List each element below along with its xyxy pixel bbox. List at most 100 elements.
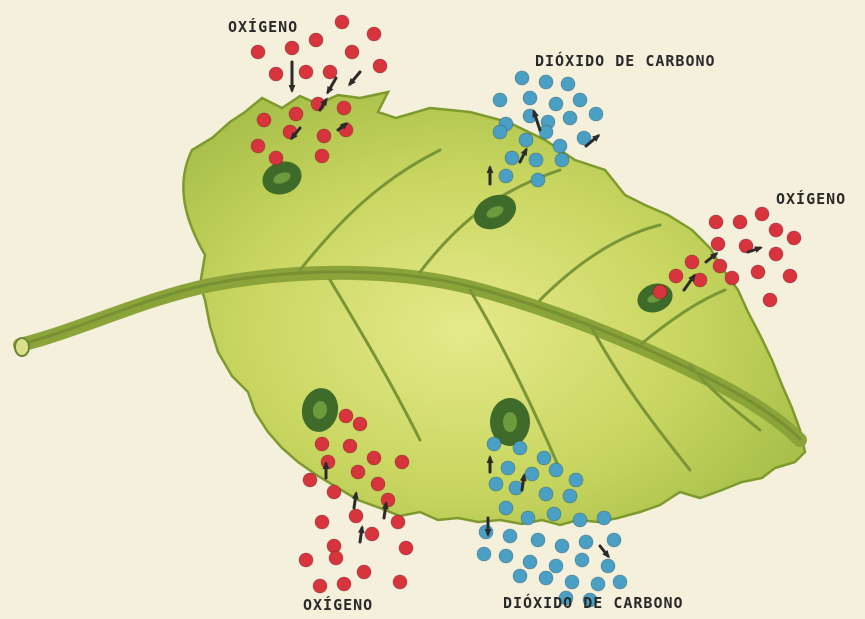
oxygen-molecule — [269, 151, 283, 165]
oxygen-molecule — [399, 541, 413, 555]
oxygen-molecule — [367, 27, 381, 41]
oxygen-molecule — [315, 515, 329, 529]
oxygen-molecule — [653, 285, 667, 299]
co2-molecule — [513, 441, 527, 455]
co2-molecule — [555, 539, 569, 553]
co2-molecule — [493, 125, 507, 139]
label-co2-bottom: DIÓXIDO DE CARBONO — [503, 593, 684, 612]
oxygen-molecule — [357, 565, 371, 579]
co2-molecule — [539, 487, 553, 501]
oxygen-molecule — [685, 255, 699, 269]
oxygen-molecule — [345, 45, 359, 59]
co2-molecule — [569, 473, 583, 487]
oxygen-molecule — [335, 15, 349, 29]
co2-molecule — [539, 125, 553, 139]
oxygen-molecule — [327, 485, 341, 499]
oxygen-molecule — [733, 215, 747, 229]
co2-molecule — [515, 71, 529, 85]
oxygen-molecule — [337, 101, 351, 115]
co2-molecule — [555, 153, 569, 167]
oxygen-molecule — [329, 551, 343, 565]
flow-arrow — [600, 546, 610, 558]
co2-molecule — [561, 77, 575, 91]
oxygen-molecule — [343, 439, 357, 453]
flow-arrow — [289, 62, 296, 93]
co2-molecule — [549, 463, 563, 477]
co2-molecule — [477, 547, 491, 561]
oxygen-molecule — [315, 437, 329, 451]
co2-molecule — [553, 139, 567, 153]
co2-molecule — [549, 97, 563, 111]
oxygen-molecule — [289, 107, 303, 121]
oxygen-molecule — [755, 207, 769, 221]
oxygen-molecule — [251, 139, 265, 153]
co2-molecule — [573, 513, 587, 527]
oxygen-molecule — [353, 417, 367, 431]
oxygen-molecule — [313, 579, 327, 593]
flow-arrow — [327, 78, 336, 95]
co2-molecule — [523, 555, 537, 569]
oxygen-molecule — [367, 451, 381, 465]
oxygen-molecule — [709, 215, 723, 229]
oxygen-molecule — [299, 65, 313, 79]
co2-molecule — [519, 133, 533, 147]
oxygen-molecule — [339, 409, 353, 423]
co2-molecule — [523, 91, 537, 105]
oxygen-molecule — [373, 59, 387, 73]
co2-molecule — [513, 569, 527, 583]
co2-molecule — [501, 461, 515, 475]
oxygen-molecule — [393, 575, 407, 589]
co2-molecule — [539, 75, 553, 89]
oxygen-molecule — [769, 247, 783, 261]
co2-molecule — [531, 533, 545, 547]
stem-cut-end — [15, 338, 29, 356]
co2-molecule — [499, 501, 513, 515]
oxygen-molecule — [711, 237, 725, 251]
label-oxygen-top-left: OXÍGENO — [228, 17, 298, 36]
co2-molecule — [613, 575, 627, 589]
co2-molecule — [601, 559, 615, 573]
co2-molecule — [499, 169, 513, 183]
co2-molecule — [597, 511, 611, 525]
oxygen-molecule — [371, 477, 385, 491]
oxygen-molecule — [317, 129, 331, 143]
oxygen-molecule — [725, 271, 739, 285]
co2-molecule — [503, 529, 517, 543]
co2-molecule — [489, 477, 503, 491]
co2-molecule — [505, 151, 519, 165]
co2-molecule — [521, 511, 535, 525]
oxygen-molecule — [391, 515, 405, 529]
oxygen-molecule — [713, 259, 727, 273]
co2-molecule — [529, 153, 543, 167]
oxygen-molecule — [323, 65, 337, 79]
oxygen-molecule — [763, 293, 777, 307]
co2-molecule — [565, 575, 579, 589]
oxygen-molecule — [669, 269, 683, 283]
oxygen-molecule — [783, 269, 797, 283]
oxygen-molecule — [269, 67, 283, 81]
oxygen-molecule — [349, 509, 363, 523]
co2-molecule — [493, 93, 507, 107]
co2-molecule — [547, 507, 561, 521]
oxygen-molecule — [303, 473, 317, 487]
co2-molecule — [537, 451, 551, 465]
oxygen-molecule — [251, 45, 265, 59]
oxygen-molecule — [787, 231, 801, 245]
flow-arrow — [348, 72, 360, 86]
oxygen-molecule — [395, 455, 409, 469]
oxygen-molecule — [337, 577, 351, 591]
oxygen-molecule — [285, 41, 299, 55]
oxygen-molecule — [769, 223, 783, 237]
flow-arrow — [358, 525, 365, 542]
label-oxygen-bottom-left: OXÍGENO — [303, 595, 373, 614]
oxygen-molecule — [381, 493, 395, 507]
co2-molecule — [579, 535, 593, 549]
label-co2-top: DIÓXIDO DE CARBONO — [535, 51, 716, 70]
oxygen-molecule — [257, 113, 271, 127]
co2-molecule — [573, 93, 587, 107]
oxygen-molecule — [751, 265, 765, 279]
co2-molecule — [525, 467, 539, 481]
co2-molecule — [531, 173, 545, 187]
